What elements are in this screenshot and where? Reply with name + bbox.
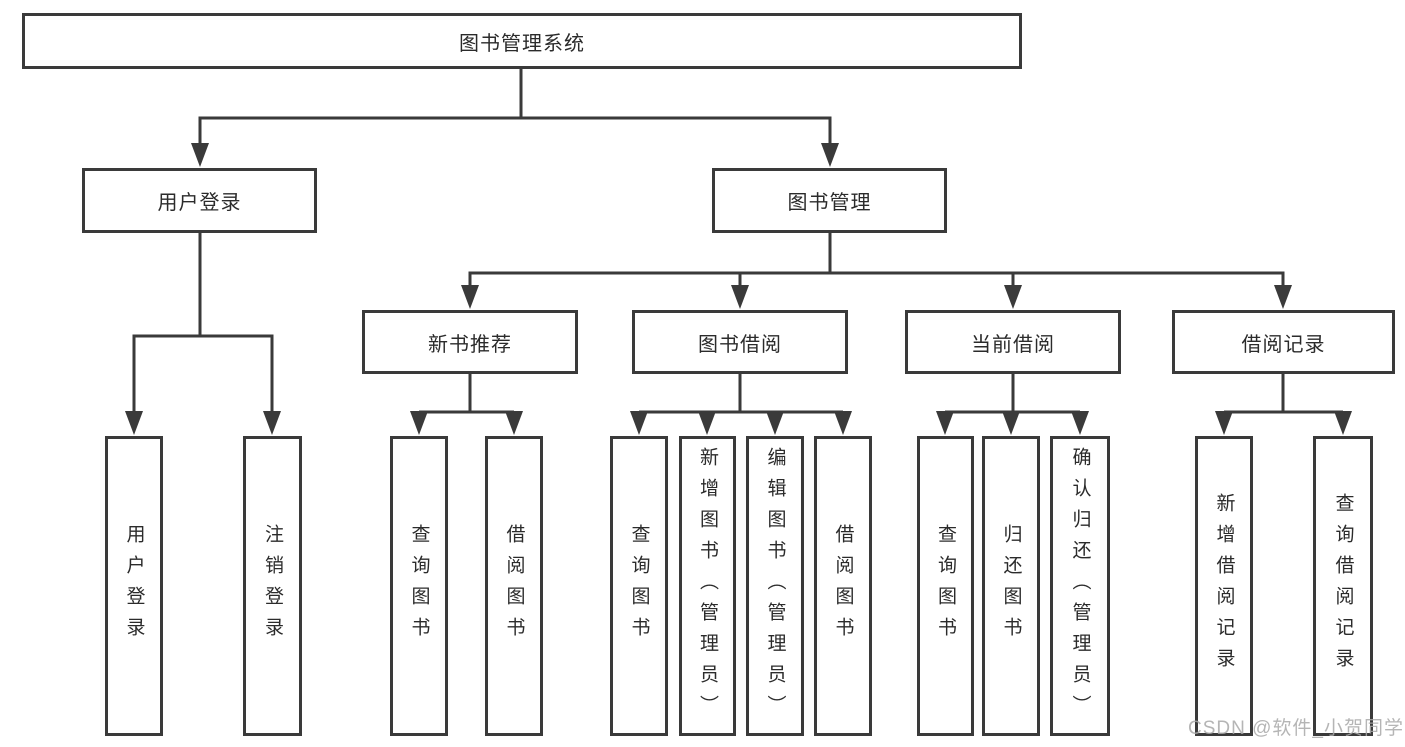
leaf-return-books: 归还图书: [982, 436, 1040, 736]
node-new-book-recommend: 新书推荐: [362, 310, 578, 374]
connector-current-borrow-to-leaves: [945, 374, 1080, 414]
connector-new-book-to-leaves: [419, 374, 514, 414]
node-current-borrowing: 当前借阅: [905, 310, 1121, 374]
leaf-user-login: 用户登录: [105, 436, 163, 736]
connector-book-mgmt-to-level3: [468, 233, 1285, 287]
leaf-edit-books-admin: 编辑图书（管理员）: [746, 436, 804, 736]
leaf-borrow-books-recommend: 借阅图书: [485, 436, 543, 736]
connector-root-to-level2: [198, 69, 832, 145]
leaf-query-books-current: 查询图书: [917, 436, 974, 736]
leaf-confirm-return-admin: 确认归还（管理员）: [1050, 436, 1110, 736]
leaf-query-borrow-record: 查询借阅记录: [1313, 436, 1373, 736]
leaf-borrow-books: 借阅图书: [814, 436, 872, 736]
leaf-add-books-admin: 新增图书（管理员）: [679, 436, 736, 736]
node-user-login: 用户登录: [82, 168, 317, 233]
connector-borrow-record-to-leaves: [1224, 374, 1343, 414]
node-borrowing-records: 借阅记录: [1172, 310, 1395, 374]
arrowheads: [125, 143, 1352, 435]
node-book-borrowing: 图书借阅: [632, 310, 848, 374]
node-book-management: 图书管理: [712, 168, 947, 233]
leaf-add-borrow-record: 新增借阅记录: [1195, 436, 1253, 736]
connector-user-login-to-leaves: [132, 233, 274, 413]
node-root-system: 图书管理系统: [22, 13, 1022, 69]
leaf-query-books-recommend: 查询图书: [390, 436, 448, 736]
leaf-logout: 注销登录: [243, 436, 302, 736]
leaf-query-books-borrowing: 查询图书: [610, 436, 668, 736]
csdn-watermark: CSDN @软件_小贺同学: [1188, 718, 1404, 739]
connector-book-borrow-to-leaves: [639, 374, 843, 414]
